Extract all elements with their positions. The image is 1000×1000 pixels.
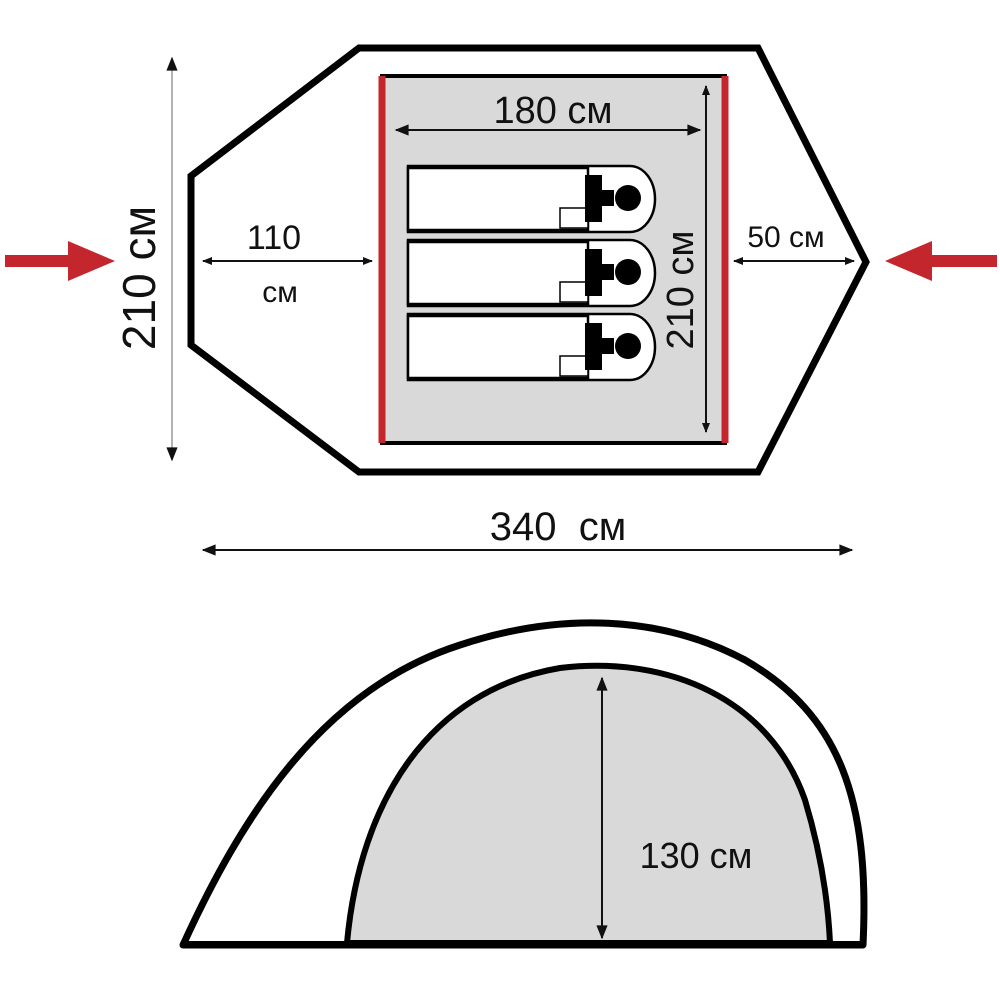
front-vestibule-label-number: 110 [247, 219, 301, 257]
head-icon [615, 185, 641, 211]
top-view: 210 см 180 см 210 см 110 см 50 см 340 см [5, 44, 997, 556]
rear-vestibule-label: 50 см [747, 221, 824, 254]
head-icon [615, 259, 641, 285]
sleeping-bag-2 [406, 238, 657, 308]
entrance-arrow-right-icon [885, 241, 997, 281]
inner-length-label: 180 см [493, 90, 612, 132]
side-view: 130 см [179, 619, 868, 949]
person-icon [585, 175, 614, 222]
inner-width-label: 210 см [660, 230, 702, 349]
height-label: 130 см [640, 835, 753, 876]
entrance-arrow-left-icon [5, 241, 115, 281]
sleeping-bag-1 [406, 164, 657, 234]
overall-length-label: 340 см [490, 505, 626, 549]
head-icon [615, 333, 641, 359]
inner-tent-side-profile [344, 662, 833, 946]
front-vestibule-label-unit: см [262, 276, 298, 309]
overall-depth-label: 210 см [113, 206, 165, 350]
sleeping-bag-3 [406, 312, 657, 382]
person-icon [585, 323, 614, 370]
person-icon [585, 249, 614, 296]
